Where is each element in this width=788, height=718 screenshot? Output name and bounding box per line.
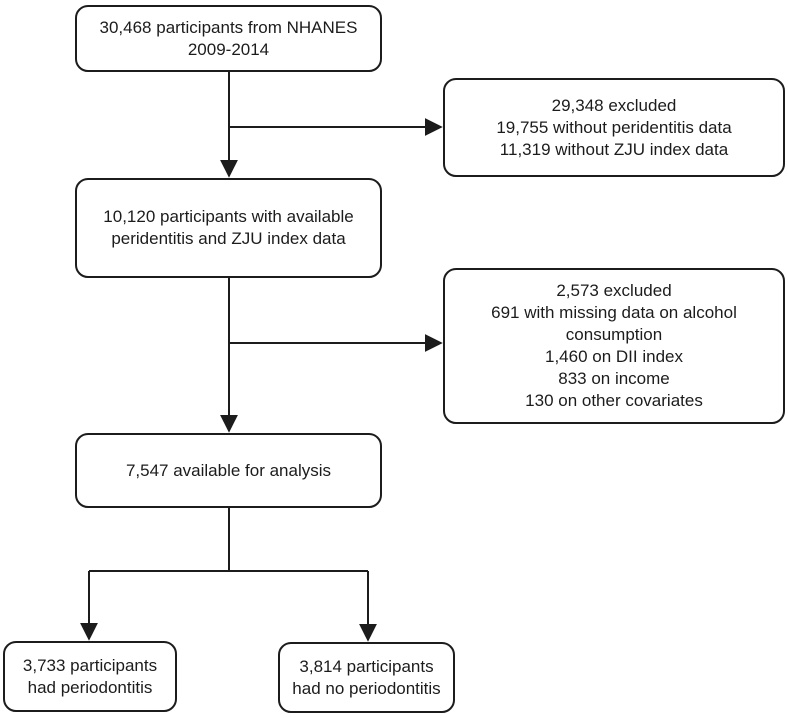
box-text-line: consumption — [565, 325, 663, 344]
box-excluded-stage1: 29,348 excluded 19,755 without peridenti… — [443, 78, 785, 177]
box-text-line: 29,348 excluded — [551, 95, 677, 115]
box-text-line: 1,460 on DII index — [545, 347, 683, 366]
box-text-line: had periodontitis — [27, 677, 153, 697]
box-text-line: 11,319 without ZJU index data — [499, 139, 729, 159]
box-text-line: 19,755 without peridentitis data — [496, 117, 732, 137]
box-text-line: 30,468 participants from NHANES — [99, 17, 358, 37]
box-no-periodontitis-group: 3,814 participants had no periodontitis — [278, 642, 455, 713]
box-text-line: 130 on other covariates — [525, 391, 703, 410]
box-text-line: peridentitis and ZJU index data — [111, 229, 346, 248]
box-nhanes-source: 30,468 participants from NHANES 2009-201… — [75, 5, 382, 72]
box-text-line: 691 with missing data on alcohol — [491, 303, 737, 322]
box-text-line: 3,814 participants — [299, 656, 434, 676]
box-text-line: 3,733 participants — [22, 655, 158, 675]
box-text-line: 833 on income — [558, 369, 670, 388]
box-text-line: had no periodontitis — [292, 678, 441, 698]
box-text-line: 10,120 participants with available — [103, 207, 354, 226]
box-text-line: 7,547 available for analysis — [125, 460, 332, 480]
box-analysis-sample: 7,547 available for analysis — [75, 433, 382, 508]
box-text-line: 2009-2014 — [187, 39, 270, 59]
box-text-line: 2,573 excluded — [556, 281, 672, 300]
box-periodontitis-group: 3,733 participants had periodontitis — [3, 641, 177, 712]
box-participants-available: 10,120 participants with available perid… — [75, 178, 382, 278]
box-excluded-stage2: 2,573 excluded 691 with missing data on … — [443, 268, 785, 424]
